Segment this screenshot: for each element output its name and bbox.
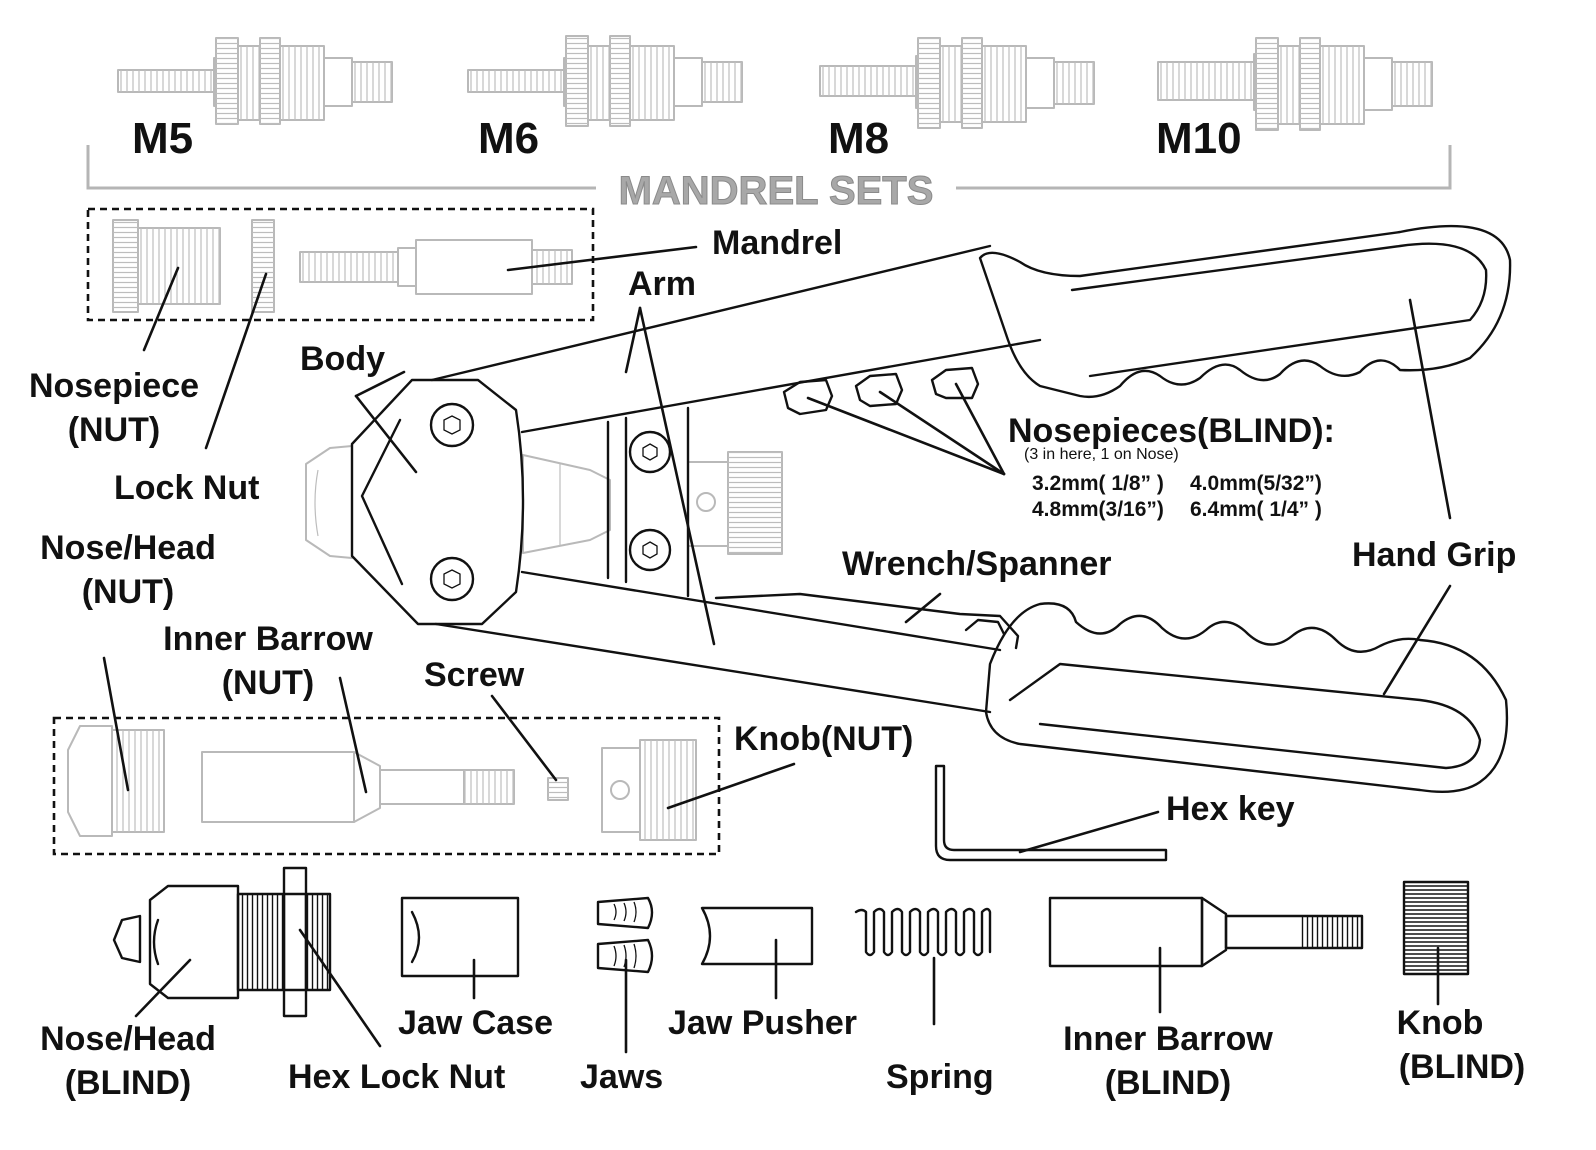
label-inner-barrow-nut-line2: (NUT)	[222, 664, 315, 702]
jaws-drawing	[596, 896, 654, 974]
label-inner-barrow-blind-line1: Inner Barrow	[1063, 1020, 1273, 1058]
label-nosepiece-nut-line1: Nosepiece	[29, 367, 199, 405]
label-nose-head-nut-line2: (NUT)	[82, 573, 175, 611]
screw-drawing	[547, 777, 569, 801]
label-nose-head-nut-line1: Nose/Head	[40, 529, 216, 567]
label-spring: Spring	[886, 1058, 994, 1096]
label-knob-blind-line1: Knob	[1397, 1004, 1484, 1042]
mandrel-sets-title: MANDREL SETS	[619, 169, 934, 213]
label-knob-nut: Knob(NUT)	[734, 720, 913, 758]
label-inner-barrow-blind-line2: (BLIND)	[1105, 1064, 1232, 1102]
jaw-pusher-drawing	[700, 906, 814, 966]
mandrel-m6-drawing	[467, 35, 743, 127]
leader-lines	[102, 245, 1452, 1054]
label-jaw-pusher: Jaw Pusher	[668, 1004, 857, 1042]
label-inner-barrow-nut-line1: Inner Barrow	[163, 620, 373, 658]
mandrel-size-m8: M8	[828, 114, 889, 163]
label-wrench-spanner: Wrench/Spanner	[842, 545, 1112, 583]
label-nosepieces-blind-note: (3 in here, 1 on Nose)	[1024, 446, 1179, 463]
hex-key-drawing	[934, 764, 1168, 862]
nosepiece-nut-drawing	[112, 219, 221, 313]
label-nosepiece-nut-line2: (NUT)	[68, 411, 161, 449]
mandrel-sets-bracket	[86, 145, 1452, 190]
label-arm: Arm	[628, 265, 696, 303]
nosepiece-size-4-0mm: 4.0mm(5/32”)	[1190, 472, 1322, 495]
rivet-tool-drawing	[305, 225, 1512, 793]
nosepiece-size-3-2mm: 3.2mm( 1/8” )	[1032, 472, 1164, 495]
label-hex-lock-nut: Hex Lock Nut	[288, 1058, 505, 1096]
label-knob-blind-line2: (BLIND)	[1399, 1048, 1526, 1086]
nut-kit-box-lower	[52, 716, 721, 856]
spring-drawing	[854, 907, 992, 957]
label-nosepieces-blind-title: Nosepieces(BLIND):	[1008, 412, 1335, 450]
label-jaws: Jaws	[580, 1058, 663, 1096]
mandrel-m5-drawing	[117, 37, 393, 125]
label-nose-head-blind-line1: Nose/Head	[40, 1020, 216, 1058]
mandrel-drawing	[299, 239, 573, 295]
label-hex-key: Hex key	[1166, 790, 1295, 828]
label-nose-head-blind-line2: (BLIND)	[65, 1064, 192, 1102]
knob-blind-drawing	[1402, 880, 1470, 976]
inner-barrow-nut-drawing	[201, 751, 515, 823]
label-jaw-case: Jaw Case	[398, 1004, 553, 1042]
inner-barrow-blind-drawing	[1048, 896, 1364, 968]
nose-head-nut-drawing	[67, 725, 165, 837]
label-screw: Screw	[424, 656, 525, 694]
mandrel-size-m10: M10	[1156, 114, 1242, 163]
lock-nut-drawing	[251, 219, 275, 313]
mandrel-size-m6: M6	[478, 114, 539, 163]
mandrel-m8-drawing	[819, 37, 1095, 129]
nosepiece-size-4-8mm: 4.8mm(3/16”)	[1032, 498, 1164, 521]
nosepiece-size-6-4mm: 6.4mm( 1/4” )	[1190, 498, 1322, 521]
nut-kit-box-upper	[86, 207, 595, 322]
nose-head-blind-drawing	[112, 866, 332, 1018]
label-body: Body	[300, 340, 385, 378]
mandrel-size-m5: M5	[132, 114, 193, 163]
label-lock-nut: Lock Nut	[114, 469, 259, 507]
jaw-case-drawing	[400, 896, 520, 978]
knob-nut-drawing	[601, 739, 697, 841]
mandrel-m10-drawing	[1157, 37, 1433, 131]
label-hand-grip: Hand Grip	[1352, 536, 1516, 574]
label-mandrel: Mandrel	[712, 224, 842, 262]
